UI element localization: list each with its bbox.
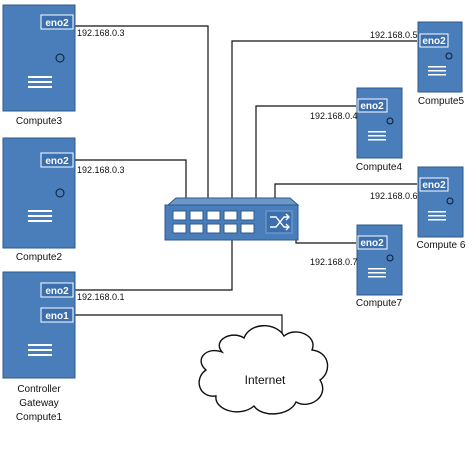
ip-label: 192.168.0.3: [77, 165, 125, 175]
vent-line: [368, 139, 386, 141]
switch-port: [223, 210, 238, 221]
server-name-line: Gateway: [19, 398, 58, 409]
server-compute4: eno2 192.168.0.4 Compute4: [310, 87, 403, 173]
network-switch: [164, 197, 300, 241]
switch-port: [240, 223, 255, 234]
switch-port: [240, 210, 255, 221]
switch-port: [189, 223, 204, 234]
server-name: Compute7: [356, 298, 403, 309]
link-compute5: [231, 40, 417, 205]
power-indicator: [386, 117, 394, 125]
server-compute6: eno2 192.168.0.6 Compute 6: [370, 166, 466, 251]
ip-label: 192.168.0.1: [77, 292, 125, 302]
server-compute5: eno2 192.168.0.5 Compute5: [370, 21, 465, 107]
switch-port: [172, 223, 187, 234]
vent-line: [28, 86, 52, 88]
ip-label: 192.168.0.5: [370, 30, 418, 40]
nic-label: eno2: [422, 180, 446, 191]
nic-eno2: [357, 235, 388, 250]
connection-lines: [74, 25, 417, 340]
vent-line: [368, 131, 386, 133]
vent-line: [28, 215, 52, 217]
server-name-line: Controller: [17, 384, 61, 395]
nic-label: eno2: [45, 286, 69, 297]
ip-label: 192.168.0.7: [310, 257, 358, 267]
power-indicator: [445, 52, 453, 60]
switch-port: [172, 210, 187, 221]
vent-line: [28, 344, 52, 346]
link-compute1-internet: [74, 314, 283, 340]
switch-port: [206, 223, 221, 234]
ip-label: 192.168.0.3: [77, 28, 125, 38]
nic-eno2: [419, 177, 449, 192]
vent-line: [28, 210, 52, 212]
server-name: Compute4: [356, 162, 403, 173]
power-indicator: [386, 254, 394, 262]
nic-eno2: [40, 14, 74, 30]
link-compute1: [74, 240, 233, 291]
server-compute2: eno2 192.168.0.3 Compute2: [2, 137, 125, 263]
link-compute7: [295, 230, 356, 244]
server-compute3: eno2 192.168.0.3 Compute3: [2, 4, 125, 127]
server-name: Compute 6: [417, 240, 466, 251]
ip-label: 192.168.0.6: [370, 191, 418, 201]
cloud-shape-icon: [198, 325, 329, 415]
nic-eno2: [357, 98, 388, 113]
nic-label: eno2: [422, 36, 446, 47]
vent-line: [428, 211, 446, 213]
link-compute4: [255, 105, 356, 205]
vent-line: [28, 76, 52, 78]
vent-line: [28, 220, 52, 222]
vent-line: [368, 272, 386, 274]
internet-cloud: Internet: [198, 325, 329, 415]
vent-line: [368, 276, 386, 278]
vent-line: [428, 215, 446, 217]
server-controller-gateway-compute1: eno2 eno1 192.168.0.1 Controller Gateway…: [2, 271, 125, 423]
server-name: Compute2: [16, 252, 63, 263]
server-name: Compute3: [16, 116, 63, 127]
ip-label: 192.168.0.4: [310, 111, 358, 121]
server-compute7: eno2 192.168.0.7 Compute7: [310, 224, 403, 309]
switch-port: [189, 210, 204, 221]
nic-label: eno2: [360, 238, 384, 249]
nic-label: eno2: [360, 101, 384, 112]
server-name: Compute5: [418, 96, 465, 107]
power-indicator: [446, 197, 454, 205]
nic-eno2: [419, 33, 449, 48]
link-compute2: [74, 159, 187, 205]
switch-port: [223, 223, 238, 234]
nic-label: eno2: [45, 18, 69, 29]
switch-top-face: [166, 197, 300, 206]
vent-line: [28, 349, 52, 351]
vent-line: [28, 354, 52, 356]
switch-symbol-icon: [265, 210, 293, 234]
nic-label: eno1: [45, 311, 69, 322]
power-indicator: [55, 53, 65, 63]
nic-eno1: [40, 307, 74, 323]
vent-line: [428, 70, 446, 72]
server-name-line: Compute1: [16, 412, 63, 423]
power-indicator: [55, 188, 65, 198]
nic-label: eno2: [45, 156, 69, 167]
vent-line: [428, 74, 446, 76]
switch-port: [206, 210, 221, 221]
cloud-label: Internet: [245, 373, 286, 387]
server-body: [417, 21, 463, 93]
link-compute3: [74, 25, 209, 205]
nic-eno2: [40, 152, 74, 168]
nic-eno2: [40, 282, 74, 298]
vent-line: [368, 268, 386, 270]
vent-line: [368, 135, 386, 137]
vent-line: [28, 81, 52, 83]
vent-line: [428, 66, 446, 68]
switch-ports: [172, 210, 255, 234]
vent-line: [428, 219, 446, 221]
